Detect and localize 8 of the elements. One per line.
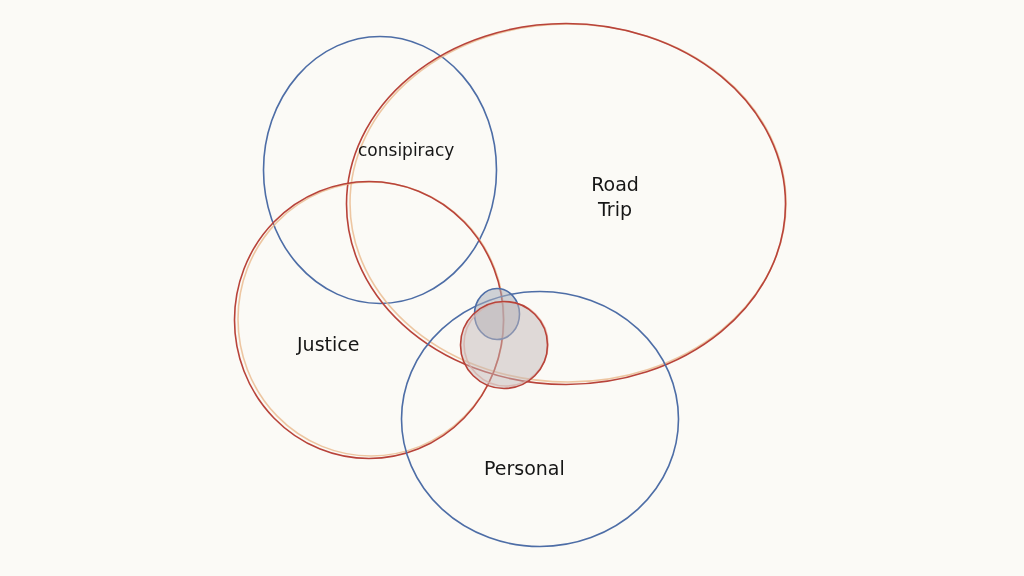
venn-circle xyxy=(233,180,505,460)
venn-circle xyxy=(400,290,680,548)
venn-circle xyxy=(262,35,498,305)
intersection-circle xyxy=(459,300,549,390)
set-label: consipiracy xyxy=(358,139,455,162)
set-label: Personal xyxy=(484,456,565,481)
set-label: Justice xyxy=(297,332,360,357)
set-label: Road Trip xyxy=(590,172,640,222)
